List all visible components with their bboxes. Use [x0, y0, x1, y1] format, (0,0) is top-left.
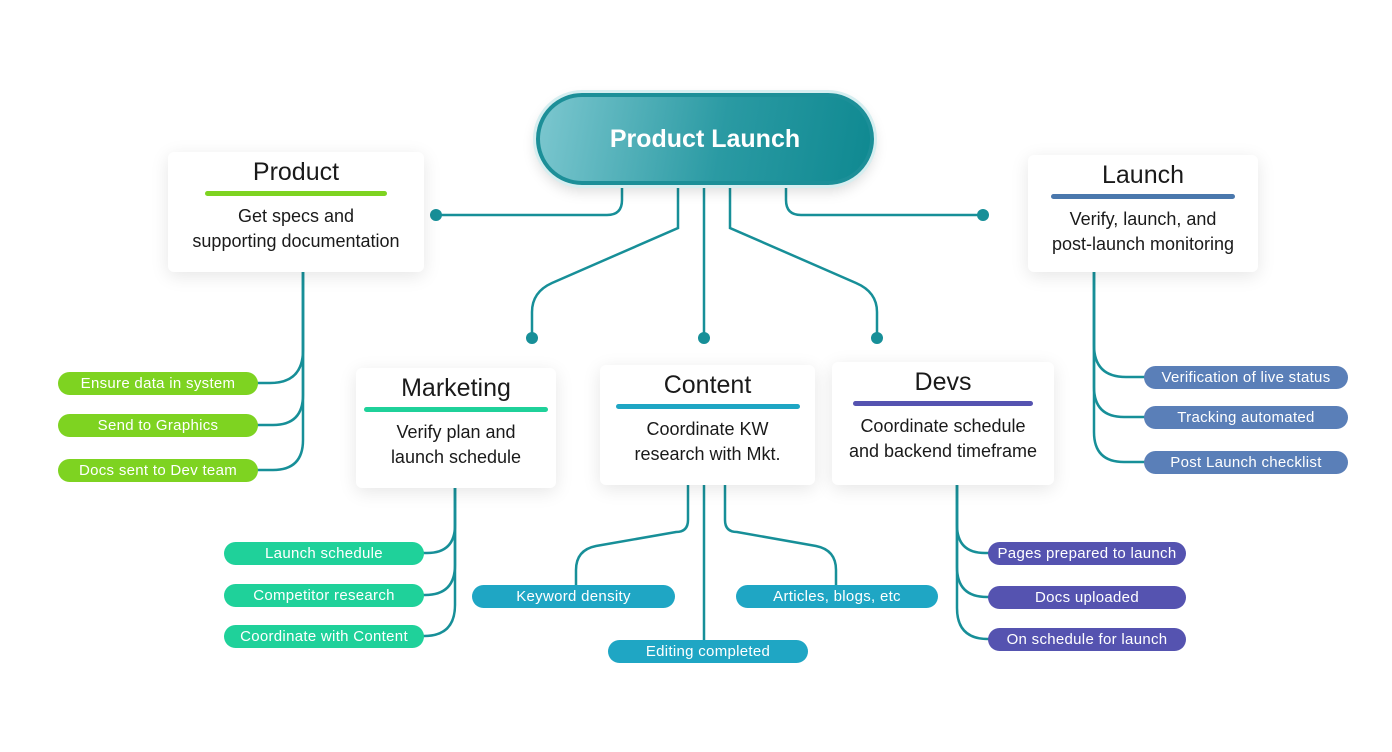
- branch-card-product: Product Get specs and supporting documen…: [168, 152, 424, 272]
- branch-accent-bar: [853, 401, 1033, 406]
- subitem-pill-product: Send to Graphics: [58, 414, 258, 437]
- branch-card-marketing: Marketing Verify plan and launch schedul…: [356, 368, 556, 488]
- central-label: Product Launch: [609, 124, 801, 153]
- subitem-pill-marketing: Launch schedule: [224, 542, 424, 565]
- branch-description-line: Coordinate schedule: [860, 416, 1026, 436]
- branch-description-line: post-launch monitoring: [1051, 234, 1235, 254]
- branch-title: Product: [252, 158, 340, 186]
- subitem-pill-content: Keyword density: [472, 585, 675, 608]
- branch-description-line: and backend timeframe: [848, 441, 1038, 461]
- branch-card-devs: Devs Coordinate schedule and backend tim…: [832, 362, 1054, 485]
- subitem-pill-marketing: Coordinate with Content: [224, 625, 424, 648]
- branch-description-line: supporting documentation: [192, 231, 400, 251]
- branch-accent-bar: [205, 191, 387, 196]
- branch-description-line: Coordinate KW: [646, 419, 769, 439]
- branch-accent-bar: [364, 407, 548, 412]
- subitem-pill-content: Articles, blogs, etc: [736, 585, 938, 608]
- branch-card-content: Content Coordinate KW research with Mkt.: [600, 365, 815, 485]
- branch-title: Devs: [914, 368, 972, 396]
- branch-title: Content: [663, 371, 752, 399]
- branch-description-line: Verify plan and: [396, 422, 516, 442]
- branch-accent-bar: [615, 404, 800, 409]
- subitem-pill-marketing: Competitor research: [224, 584, 424, 607]
- subitem-pill-content: Editing completed: [608, 640, 808, 663]
- branch-description-line: launch schedule: [390, 447, 522, 467]
- subitem-pill-devs: Docs uploaded: [988, 586, 1186, 609]
- subitem-pill-launch: Post Launch checklist: [1144, 451, 1348, 474]
- branch-description-line: research with Mkt.: [634, 444, 781, 464]
- branch-accent-bar: [1051, 194, 1235, 199]
- subitem-pill-launch: Verification of live status: [1144, 366, 1348, 389]
- branch-description-line: Get specs and: [237, 206, 355, 226]
- branch-title: Launch: [1101, 161, 1185, 189]
- branch-card-launch: Launch Verify, launch, and post-launch m…: [1028, 155, 1258, 272]
- subitem-pill-product: Docs sent to Dev team: [58, 459, 258, 482]
- central-node: Product Launch: [536, 93, 874, 185]
- branch-title: Marketing: [401, 374, 511, 402]
- subitem-pill-product: Ensure data in system: [58, 372, 258, 395]
- branch-description-line: Verify, launch, and: [1069, 209, 1217, 229]
- subitem-pill-launch: Tracking automated: [1144, 406, 1348, 429]
- subitem-pill-devs: On schedule for launch: [988, 628, 1186, 651]
- subitem-pill-devs: Pages prepared to launch: [988, 542, 1186, 565]
